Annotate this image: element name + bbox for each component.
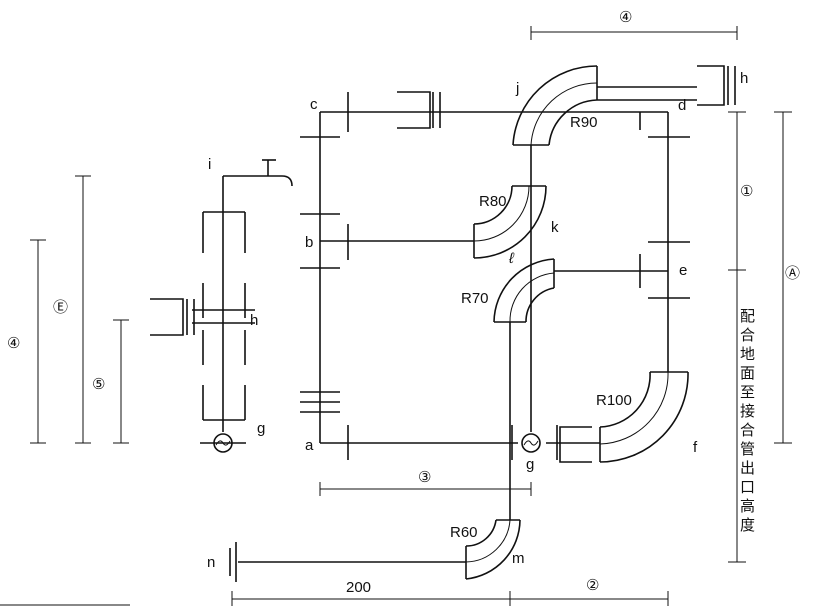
main-frame-pipes [238, 86, 697, 563]
label-i: i [208, 156, 211, 173]
dim-5: ⑤ [92, 376, 105, 393]
radius-r100: R100 [596, 392, 632, 409]
fitting-h-top [697, 65, 736, 106]
end-cap-n [229, 542, 237, 582]
radius-r80: R80 [479, 193, 507, 210]
label-h-side: h [250, 312, 258, 329]
vnote-char-1: 合 [740, 326, 755, 344]
valve-top [397, 91, 441, 129]
label-n: n [207, 554, 215, 571]
vnote-char-11: 度 [740, 516, 755, 534]
label-h-top: h [740, 70, 748, 87]
vnote-char-8: 出 [740, 459, 755, 477]
vnote-char-10: 高 [740, 497, 755, 515]
dim-1: ① [740, 183, 753, 200]
label-k: k [551, 219, 559, 236]
radius-r90: R90 [570, 114, 598, 131]
label-a: a [305, 437, 314, 454]
dim-4-top: ④ [619, 9, 632, 26]
elbow-r70 [493, 258, 555, 323]
dim-200: 200 [346, 579, 371, 596]
trap-circle-main [521, 433, 541, 453]
radius-r70: R70 [461, 290, 489, 307]
vnote-char-5: 接 [740, 402, 755, 420]
label-d: d [678, 97, 686, 114]
elbow-r90 [512, 65, 598, 146]
dim-4-left: ④ [7, 335, 20, 352]
elbow-r100 [599, 371, 689, 463]
vnote-char-7: 管 [740, 440, 755, 458]
vnote-char-6: 合 [740, 421, 755, 439]
dim-3: ③ [418, 469, 431, 486]
vnote-char-2: 地 [740, 345, 755, 363]
label-g-main: g [526, 456, 534, 473]
elbow-r60 [465, 519, 521, 580]
dimension-labels: ④ ① Ⓐ ③ ② 200 ④ Ⓔ ⑤ [7, 9, 800, 596]
vnote-char-4: 至 [740, 383, 755, 401]
vnote-char-0: 配 [740, 307, 755, 325]
label-g-side: g [257, 420, 265, 437]
label-c: c [310, 96, 318, 113]
radius-r60: R60 [450, 524, 478, 541]
flange-marks [300, 92, 690, 463]
radius-labels: R90 R80 R70 R100 R60 [450, 114, 632, 541]
vnote-char-3: 面 [740, 364, 755, 382]
label-l: ℓ [508, 250, 515, 267]
elbow-r80 [473, 185, 547, 259]
dim-a: Ⓐ [785, 265, 800, 282]
label-f: f [693, 439, 698, 456]
label-b: b [305, 234, 313, 251]
point-labels: a b c d e f g g h h i j k ℓ m n [207, 70, 748, 571]
label-m: m [512, 550, 525, 567]
side-elevation [150, 159, 293, 453]
dimension-lines [0, 26, 792, 606]
label-j: j [515, 80, 519, 97]
vnote-char-9: 口 [740, 478, 755, 496]
label-e: e [679, 262, 687, 279]
dim-e: Ⓔ [53, 299, 68, 316]
vertical-note: 配 合 地 面 至 接 合 管 出 口 高 度 [740, 307, 755, 534]
dim-2: ② [586, 577, 599, 594]
